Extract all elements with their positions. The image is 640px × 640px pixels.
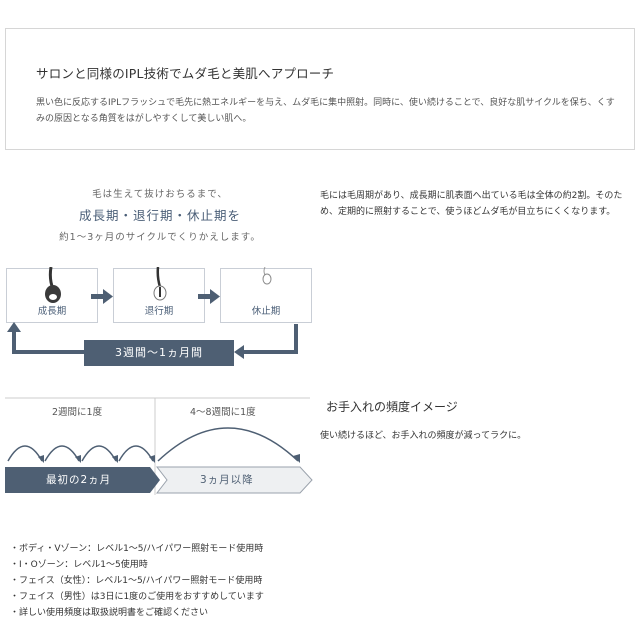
arrow-right-icon: [198, 289, 220, 304]
frequency-diagram: [5, 397, 313, 495]
cycle-caption-line1: 毛は生えて抜けおちるまで、: [92, 189, 228, 200]
phase-label-growth: 成長期: [37, 306, 67, 317]
note-item: ・詳しい使用頻度は取扱説明書をご確認ください: [10, 608, 209, 618]
frequency-description: 使い続けるほど、お手入れの頻度が減ってラクに。: [320, 431, 527, 441]
hair-growth-icon: [45, 267, 61, 303]
intro-body: 黒い色に反応するIPLフラッシュで毛先に熱エネルギーを与え、ムダ毛に集中照射。同…: [36, 98, 615, 124]
cycle-caption-line3: 約1～3ヶ月のサイクルでくりかえします。: [59, 232, 261, 243]
phase-label-regression: 退行期: [144, 306, 174, 317]
hair-resting-icon: [262, 267, 272, 285]
note-item: ・フェイス（男性）は3日に1度のご使用をおすすめしています: [10, 592, 264, 602]
later-period-label: 3ヵ月以降: [200, 474, 254, 486]
cycle-caption: 毛は生えて抜けおちるまで、 成長期・退行期・休止期を 約1～3ヶ月のサイクルでく…: [40, 186, 280, 243]
intro-title: サロンと同様のIPL技術でムダ毛と美肌へアプローチ: [36, 66, 335, 81]
early-period-label: 最初の2ヵ月: [46, 474, 112, 486]
cycle-period-bar: 3週間～1ヵ月間: [84, 340, 234, 366]
cycle-description: 毛には毛周期があり、成長期に肌表面へ出ている毛は全体の約2割。そのため、定期的に…: [320, 191, 623, 217]
phase-label-resting: 休止期: [251, 306, 281, 317]
phase-box-growth: 成長期: [6, 267, 98, 323]
arrow-right-icon: [91, 289, 113, 304]
cycle-caption-line2: 成長期・退行期・休止期を: [78, 208, 241, 223]
intro-box: サロンと同様のIPL技術でムダ毛と美肌へアプローチ 黒い色に反応するIPLフラッ…: [5, 28, 635, 150]
hair-regression-icon: [153, 267, 167, 301]
frequency-early-label: 2週間に1度: [52, 407, 103, 418]
note-item: ・フェイス（女性）：レベル1～5/ハイパワー照射モード使用時: [10, 576, 263, 586]
frequency-later-label: 4～8週間に1度: [190, 407, 256, 418]
note-item: ・I・Oゾーン：レベル1～5使用時: [10, 560, 148, 570]
phase-box-resting: 休止期: [220, 267, 312, 323]
frequency-title: お手入れの頻度イメージ: [326, 400, 458, 414]
cycle-arrows: [7, 289, 298, 359]
note-item: ・ボディ・Vゾーン：レベル1～5/ハイパワー照射モード使用時: [10, 544, 264, 554]
usage-notes: ・ボディ・Vゾーン：レベル1～5/ハイパワー照射モード使用時 ・I・Oゾーン：レ…: [10, 541, 264, 621]
